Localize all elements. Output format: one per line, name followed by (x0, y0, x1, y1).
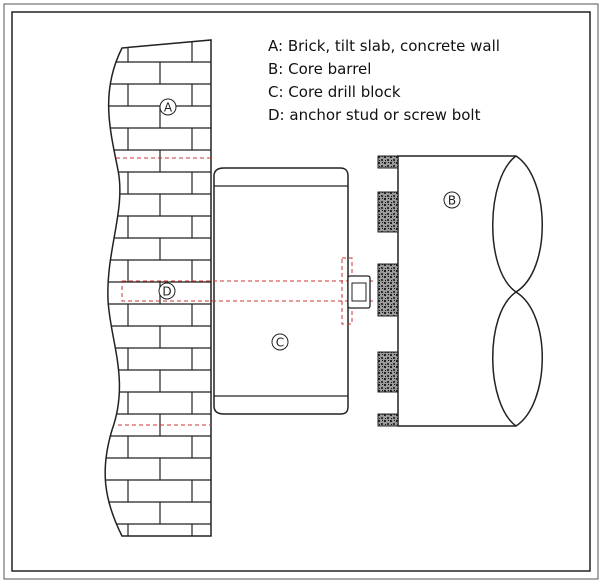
legend: A: Brick, tilt slab, concrete wall B: Co… (268, 35, 500, 127)
legend-item-b: B: Core barrel (268, 60, 372, 78)
marker-d: D (158, 282, 176, 300)
anchor-stud (121, 257, 374, 325)
outer-frame (3, 3, 599, 580)
marker-d-label: D (162, 285, 171, 299)
marker-a: A (159, 98, 177, 116)
inner-frame (11, 11, 591, 572)
brick-wall (104, 39, 212, 537)
legend-item-c: C: Core drill block (268, 83, 401, 101)
diamond-segment-3 (377, 263, 399, 317)
wall-outline (104, 39, 212, 537)
diamond-segment-4 (377, 351, 399, 393)
anchor-shaft-dashed (121, 280, 349, 302)
marker-a-label: A (164, 101, 173, 115)
anchor-nut-face (351, 282, 367, 302)
marker-c-label: C (276, 336, 284, 350)
barrel-break-line (492, 155, 518, 427)
legend-item-a: A: Brick, tilt slab, concrete wall (268, 37, 500, 55)
legend-item-d: D: anchor stud or screw bolt (268, 106, 481, 124)
diamond-segment-2 (377, 191, 399, 233)
core-barrel (377, 155, 543, 427)
diamond-segment-1 (377, 155, 399, 169)
marker-b-label: B (448, 194, 456, 208)
brick-pattern (105, 40, 211, 536)
core-drill-block (213, 167, 349, 415)
diamond-segment-5 (377, 413, 399, 427)
barrel-body (397, 155, 543, 427)
marker-c: C (271, 333, 289, 351)
marker-b: B (443, 191, 461, 209)
block-body (213, 167, 349, 415)
